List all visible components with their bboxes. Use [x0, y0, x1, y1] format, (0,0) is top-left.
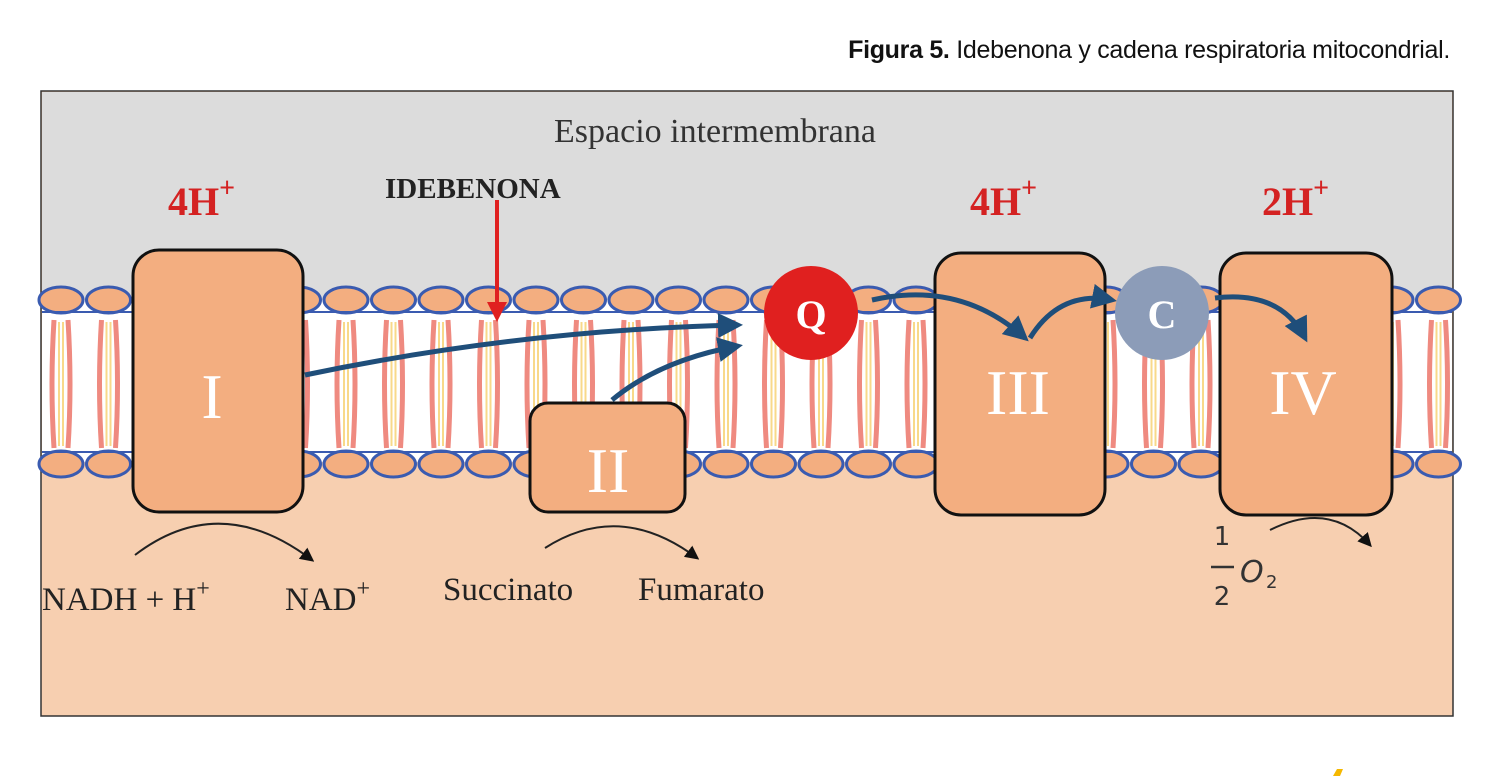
nadh-label: NADH + H+ — [42, 576, 210, 618]
svg-text:II: II — [587, 435, 630, 506]
proton-label-4: 2H+ — [1262, 173, 1329, 224]
svg-text:III: III — [986, 357, 1050, 428]
succinato-label: Succinato — [443, 572, 573, 608]
caption-text: Idebenona y cadena respiratoria mitocond… — [949, 36, 1450, 64]
caption-label: Figura 5. — [848, 36, 950, 64]
svg-text:I: I — [201, 361, 222, 432]
half-oxygen-label: 1 2 O 2 — [1211, 522, 1277, 612]
electron-flow-arrows — [304, 283, 1308, 402]
svg-text:O: O — [1240, 555, 1264, 590]
svg-text:2: 2 — [1214, 582, 1231, 612]
complex-i: I — [131, 248, 305, 514]
figure-caption: Figura 5. Idebenona y cadena respiratori… — [848, 36, 1450, 65]
cytochrome-c: C — [1115, 266, 1209, 360]
nad-label: NAD+ — [285, 576, 370, 618]
idebenona-label: IDEBENONA — [385, 173, 561, 205]
proton-label-1: 4H+ — [168, 173, 235, 224]
svg-text:2: 2 — [1266, 572, 1277, 593]
reaction-arrows — [134, 517, 1372, 562]
page-accent-mark — [1333, 769, 1343, 776]
svg-text:Q: Q — [795, 292, 826, 337]
complex-iii: III — [933, 251, 1107, 517]
svg-text:C: C — [1148, 292, 1177, 337]
ubiquinone-q: Q — [764, 266, 858, 360]
svg-text:IV: IV — [1269, 357, 1337, 428]
proton-label-3: 4H+ — [970, 173, 1037, 224]
complex-iv: IV — [1218, 251, 1394, 517]
complex-ii: II — [528, 401, 687, 514]
fumarato-label: Fumarato — [638, 572, 764, 608]
region-label: Espacio intermembrana — [554, 113, 876, 150]
svg-text:1: 1 — [1214, 522, 1231, 552]
